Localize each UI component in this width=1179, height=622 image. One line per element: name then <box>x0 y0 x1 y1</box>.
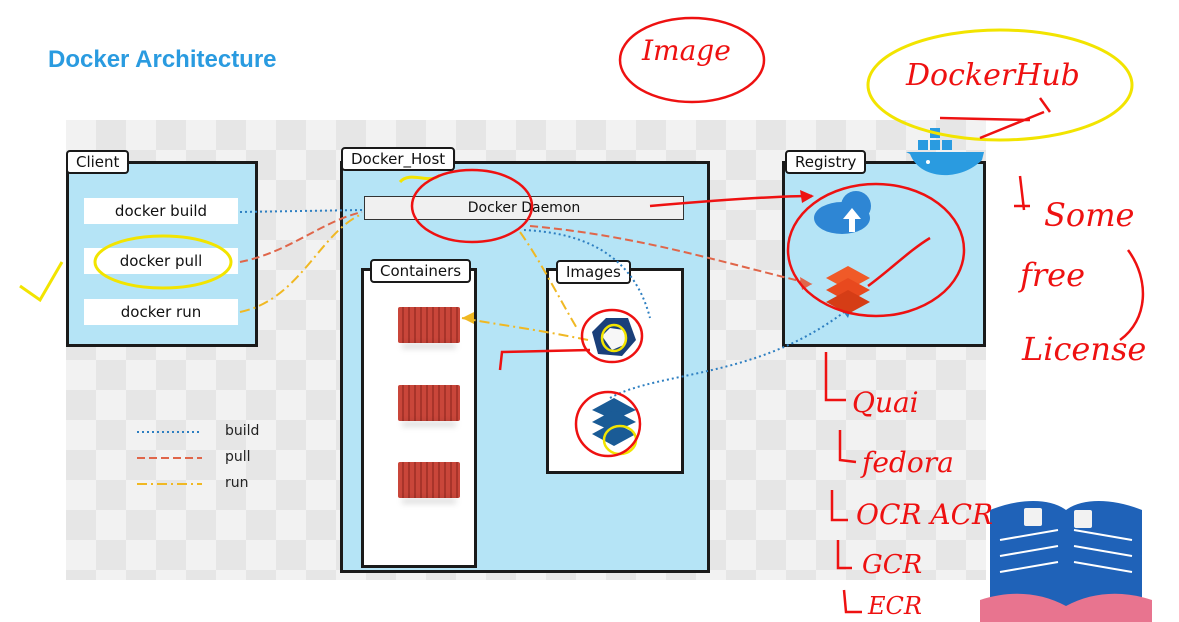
docker-host-label: Docker_Host <box>341 147 456 171</box>
docker-daemon: Docker Daemon <box>364 196 684 220</box>
daemon-circle <box>410 168 534 244</box>
image-circle <box>580 308 644 364</box>
license-bracket <box>1119 249 1145 342</box>
registry-circle <box>786 182 966 318</box>
license-note-line-3: License <box>1022 330 1147 368</box>
shipping-container-icon <box>398 462 460 498</box>
check-mark <box>19 261 64 303</box>
images-label: Images <box>556 260 631 284</box>
client-label: Client <box>66 150 130 174</box>
image-circle-2 <box>574 390 642 458</box>
build-connector <box>239 209 363 213</box>
image-layers-icon <box>592 398 636 446</box>
image-highlight-yellow-2 <box>600 323 628 353</box>
containers-label: Containers <box>370 259 472 283</box>
run-connector <box>239 213 363 313</box>
arrow-down-mark <box>1014 175 1030 211</box>
pull-highlight <box>93 234 233 290</box>
image-to-registry-push <box>609 305 853 399</box>
shipping-container-icon <box>398 385 460 421</box>
registry-pull-connector <box>529 225 813 285</box>
run-arrowhead <box>462 312 474 324</box>
registry-option-ocr-acr: OCR ACR <box>856 498 994 531</box>
registry-scribble <box>867 236 931 288</box>
hub-highlight <box>866 28 1134 142</box>
image-to-container-run <box>461 317 589 341</box>
docker-run-command: docker run <box>84 299 238 325</box>
license-note-line-2: free <box>1020 256 1086 294</box>
hub-underline <box>939 97 1052 140</box>
registry-option-quai: Quai <box>852 386 919 419</box>
registry-stack-icon <box>826 266 870 314</box>
open-book-icon <box>980 501 1152 622</box>
registry-option-ecr: ECR <box>868 592 922 620</box>
cloud-upload-icon <box>814 191 871 234</box>
pull-connector <box>239 211 363 263</box>
registry-option-gcr: GCR <box>862 550 923 580</box>
image-to-container-arrow <box>498 348 591 371</box>
image-note-circle <box>618 16 766 104</box>
legend-pull-label: pull <box>225 449 251 465</box>
pull-arrowhead <box>800 277 812 290</box>
daemon-to-image-build <box>523 229 651 319</box>
daemon-run-connector <box>519 231 579 331</box>
daemon-registry-arrow <box>649 194 813 208</box>
docker-pull-command: docker pull <box>84 248 238 274</box>
page-title: Docker Architecture <box>48 46 277 73</box>
legend-run-label: run <box>225 475 249 491</box>
license-note-line-1: Some <box>1044 196 1135 234</box>
image-handwritten-note: Image <box>642 34 731 67</box>
docker-build-command: docker build <box>84 198 238 224</box>
image-layers-icon <box>592 318 636 356</box>
shipping-container-icon <box>398 307 460 343</box>
dockerhub-handwritten-note: DockerHub <box>906 58 1080 93</box>
registry-label: Registry <box>785 150 867 174</box>
registry-list-markers <box>824 352 862 614</box>
registry-option-fedora: fedora <box>862 446 954 479</box>
legend-build-label: build <box>225 423 260 439</box>
